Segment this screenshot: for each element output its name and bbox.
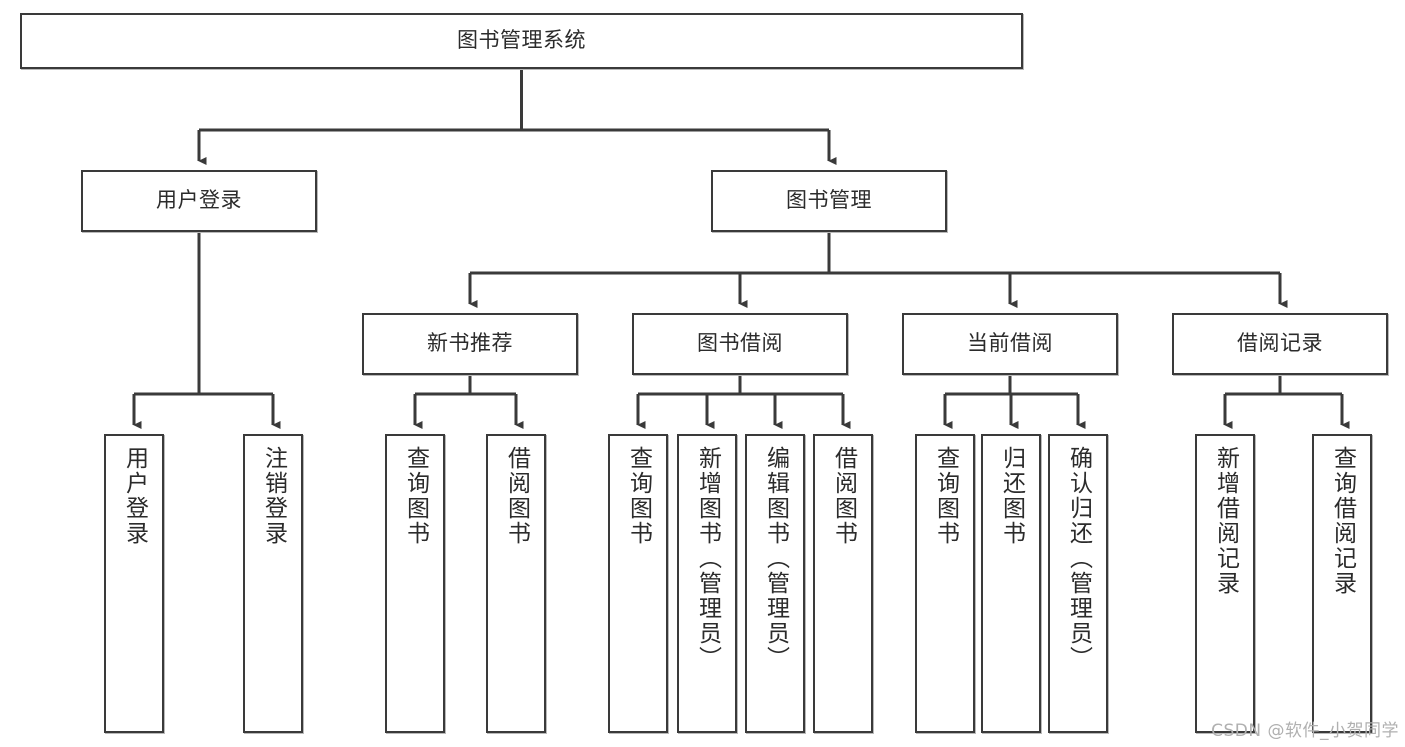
node-leaf_add_record[interactable]: 新增借阅记录 xyxy=(1195,434,1255,733)
node-book_borrow[interactable]: 图书借阅 xyxy=(632,313,848,375)
node-root[interactable]: 图书管理系统 xyxy=(20,13,1023,69)
node-label: 确认归还（管理员） xyxy=(1065,446,1092,671)
node-leaf_query_book_bb[interactable]: 查询图书 xyxy=(608,434,668,733)
node-label: 当前借阅 xyxy=(967,331,1053,356)
node-label: 查询图书 xyxy=(932,446,959,546)
node-label: 注销登录 xyxy=(260,446,287,546)
node-label: 借阅图书 xyxy=(503,446,530,546)
node-label: 图书管理系统 xyxy=(457,28,586,53)
node-leaf_borrow_book_bb[interactable]: 借阅图书 xyxy=(813,434,873,733)
node-leaf_query_book_nb[interactable]: 查询图书 xyxy=(385,434,445,733)
node-label: 用户登录 xyxy=(156,188,242,213)
node-label: 查询图书 xyxy=(625,446,652,546)
node-leaf_borrow_book_nb[interactable]: 借阅图书 xyxy=(486,434,546,733)
node-label: 查询图书 xyxy=(402,446,429,546)
node-label: 编辑图书（管理员） xyxy=(762,446,789,671)
node-leaf_return_book[interactable]: 归还图书 xyxy=(981,434,1041,733)
node-label: 新增图书（管理员） xyxy=(694,446,721,671)
node-leaf_query_book_cb[interactable]: 查询图书 xyxy=(915,434,975,733)
node-leaf_user_login[interactable]: 用户登录 xyxy=(104,434,164,733)
node-label: 图书管理 xyxy=(786,188,872,213)
node-label: 查询借阅记录 xyxy=(1329,446,1356,596)
node-label: 归还图书 xyxy=(998,446,1025,546)
node-label: 用户登录 xyxy=(121,446,148,546)
node-label: 图书借阅 xyxy=(697,331,783,356)
node-label: 借阅记录 xyxy=(1237,331,1323,356)
node-label: 借阅图书 xyxy=(830,446,857,546)
node-leaf_confirm_return[interactable]: 确认归还（管理员） xyxy=(1048,434,1108,733)
node-leaf_query_record[interactable]: 查询借阅记录 xyxy=(1312,434,1372,733)
node-new_book_rec[interactable]: 新书推荐 xyxy=(362,313,578,375)
node-leaf_edit_book[interactable]: 编辑图书（管理员） xyxy=(745,434,805,733)
node-current_borrow[interactable]: 当前借阅 xyxy=(902,313,1118,375)
node-borrow_record[interactable]: 借阅记录 xyxy=(1172,313,1388,375)
node-leaf_logout[interactable]: 注销登录 xyxy=(243,434,303,733)
node-label: 新书推荐 xyxy=(427,331,513,356)
watermark: CSDN @软件_小贺同学 xyxy=(1211,721,1399,741)
node-label: 新增借阅记录 xyxy=(1212,446,1239,596)
node-user_login[interactable]: 用户登录 xyxy=(81,170,317,232)
node-leaf_add_book[interactable]: 新增图书（管理员） xyxy=(677,434,737,733)
node-book_manage[interactable]: 图书管理 xyxy=(711,170,947,232)
